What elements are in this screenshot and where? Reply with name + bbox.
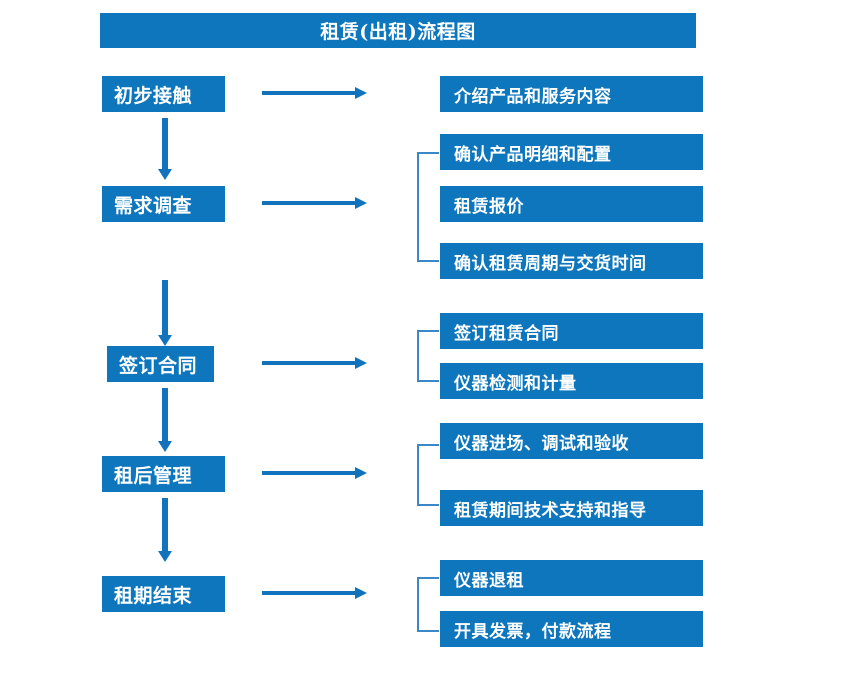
arrow-head — [355, 197, 367, 209]
stage-box-2[interactable]: 需求调查 — [102, 186, 225, 222]
arrow-shaft — [262, 471, 356, 475]
arrow-shaft — [162, 498, 168, 551]
bracket-group-5 — [417, 577, 439, 632]
arrow-shaft — [162, 388, 168, 441]
right-arrow-icon-1 — [262, 87, 367, 99]
arrow-shaft — [262, 361, 356, 365]
right-arrow-icon-4 — [262, 467, 367, 479]
arrow-head — [158, 441, 172, 452]
detail-box-2-2[interactable]: 租赁报价 — [440, 186, 703, 222]
bracket-group-4 — [417, 444, 439, 506]
detail-box-3-1[interactable]: 签订租赁合同 — [440, 313, 703, 349]
detail-box-4-2[interactable]: 租赁期间技术支持和指导 — [440, 490, 703, 526]
bracket-group-2 — [417, 152, 439, 262]
arrow-shaft — [262, 591, 356, 595]
right-arrow-icon-3 — [262, 357, 367, 369]
arrow-shaft — [262, 201, 356, 205]
arrow-shaft — [262, 91, 356, 95]
arrow-head — [158, 551, 172, 562]
stage-box-1[interactable]: 初步接触 — [102, 76, 225, 112]
arrow-shaft — [162, 280, 168, 335]
arrow-head — [158, 169, 172, 180]
down-arrow-icon-1 — [158, 118, 172, 180]
down-arrow-icon-3 — [158, 388, 172, 452]
detail-box-2-3[interactable]: 确认租赁周期与交货时间 — [440, 243, 703, 279]
arrow-shaft — [162, 118, 168, 169]
arrow-head — [355, 87, 367, 99]
stage-box-4[interactable]: 租后管理 — [102, 456, 225, 492]
down-arrow-icon-4 — [158, 498, 172, 562]
stage-box-3[interactable]: 签订合同 — [107, 346, 214, 382]
arrow-head — [158, 335, 172, 346]
detail-box-1-1[interactable]: 介绍产品和服务内容 — [440, 76, 703, 112]
right-arrow-icon-5 — [262, 587, 367, 599]
detail-box-2-1[interactable]: 确认产品明细和配置 — [440, 134, 703, 170]
bracket-group-3 — [417, 330, 439, 382]
arrow-head — [355, 467, 367, 479]
detail-box-4-1[interactable]: 仪器进场、调试和验收 — [440, 423, 703, 459]
stage-box-5[interactable]: 租期结束 — [102, 576, 225, 612]
down-arrow-icon-2 — [158, 280, 172, 346]
detail-box-3-2[interactable]: 仪器检测和计量 — [440, 363, 703, 399]
diagram-title: 租赁(出租)流程图 — [100, 13, 696, 48]
arrow-head — [355, 587, 367, 599]
detail-box-5-2[interactable]: 开具发票，付款流程 — [440, 611, 703, 647]
arrow-head — [355, 357, 367, 369]
right-arrow-icon-2 — [262, 197, 367, 209]
detail-box-5-1[interactable]: 仪器退租 — [440, 560, 703, 596]
